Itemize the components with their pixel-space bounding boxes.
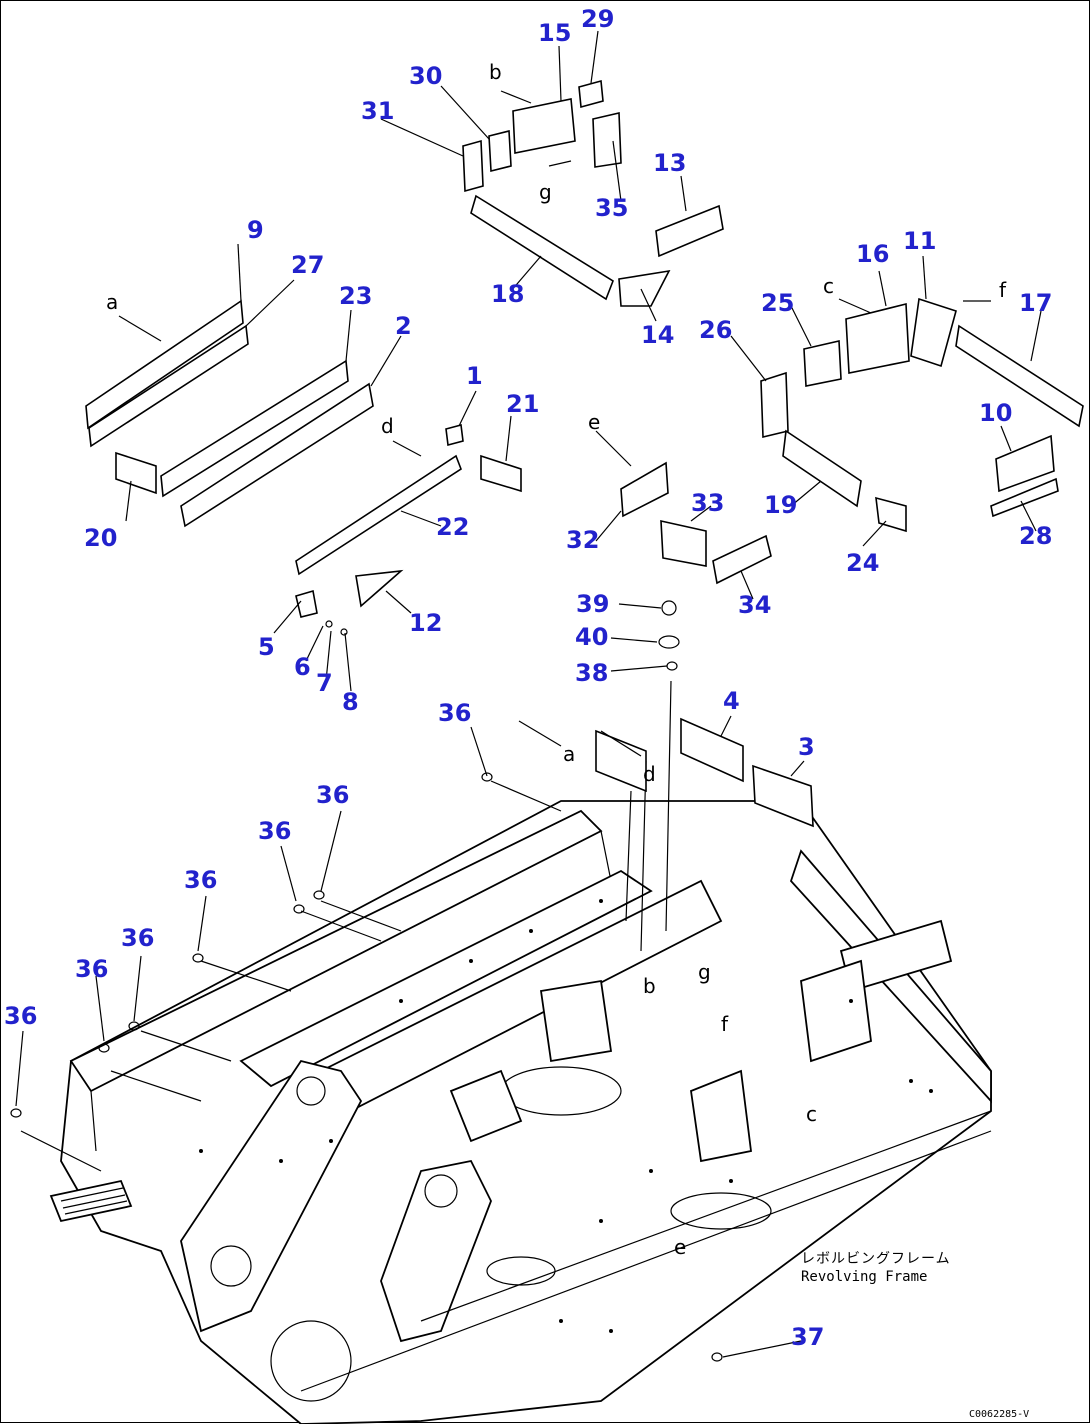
callout-33: 33 xyxy=(691,489,724,517)
callout-30: 30 xyxy=(409,62,442,90)
callout-36-g: 36 xyxy=(4,1002,37,1030)
ref-g-upper: g xyxy=(539,180,552,204)
reference-letters: a a b b c c d d e e f f g g xyxy=(106,60,1007,1259)
callout-36-f: 36 xyxy=(75,955,108,983)
callout-25: 25 xyxy=(761,289,794,317)
callout-13: 13 xyxy=(653,149,686,177)
frame-label-en: Revolving Frame xyxy=(801,1269,927,1285)
callout-35: 35 xyxy=(595,194,628,222)
callout-3: 3 xyxy=(798,733,815,761)
callout-17: 17 xyxy=(1019,289,1052,317)
callout-40: 40 xyxy=(575,623,608,651)
callout-27: 27 xyxy=(291,251,324,279)
callout-2: 2 xyxy=(395,312,412,340)
callout-36-e: 36 xyxy=(121,924,154,952)
ref-c-upper: c xyxy=(823,274,834,298)
callout-21: 21 xyxy=(506,390,539,418)
callout-28: 28 xyxy=(1019,522,1052,550)
callout-19: 19 xyxy=(764,491,797,519)
ref-g-lower: g xyxy=(698,960,711,984)
callout-36-a: 36 xyxy=(438,699,471,727)
callout-7: 7 xyxy=(316,669,333,697)
callout-36-c: 36 xyxy=(258,817,291,845)
callout-1: 1 xyxy=(466,362,483,390)
callout-36-b: 36 xyxy=(316,781,349,809)
callout-12: 12 xyxy=(409,609,442,637)
callout-labels: 1 2 3 4 5 6 7 8 9 10 11 12 13 14 15 16 1… xyxy=(4,5,1052,1351)
callout-38: 38 xyxy=(575,659,608,687)
callout-5: 5 xyxy=(258,633,275,661)
callout-29: 29 xyxy=(581,5,614,33)
callout-36-d: 36 xyxy=(184,866,217,894)
callout-15: 15 xyxy=(538,19,571,47)
callout-26: 26 xyxy=(699,316,732,344)
ref-f-lower: f xyxy=(721,1012,729,1036)
ref-b-upper: b xyxy=(489,60,502,84)
callout-23: 23 xyxy=(339,282,372,310)
ref-d-upper: d xyxy=(381,414,394,438)
callout-31: 31 xyxy=(361,97,394,125)
revolving-frame-drawing xyxy=(10,680,992,1424)
callout-39: 39 xyxy=(576,590,609,618)
ref-e-lower: e xyxy=(674,1235,686,1259)
callout-22: 22 xyxy=(436,513,469,541)
callout-14: 14 xyxy=(641,321,674,349)
ref-d-lower: d xyxy=(643,762,656,786)
callout-8: 8 xyxy=(342,688,359,716)
ref-e-upper: e xyxy=(588,410,600,434)
callout-16: 16 xyxy=(856,240,889,268)
drawing-code: C0062285-V xyxy=(969,1409,1029,1420)
ref-a-upper: a xyxy=(106,290,118,314)
callout-24: 24 xyxy=(846,549,879,577)
callout-20: 20 xyxy=(84,524,117,552)
callout-32: 32 xyxy=(566,526,599,554)
ref-a-lower: a xyxy=(563,742,575,766)
callout-34: 34 xyxy=(738,591,771,619)
exploded-parts xyxy=(15,30,1084,1358)
callout-6: 6 xyxy=(294,653,311,681)
callout-11: 11 xyxy=(903,227,936,255)
ref-c-lower: c xyxy=(806,1102,817,1126)
ref-f-upper: f xyxy=(999,278,1007,302)
callout-18: 18 xyxy=(491,280,524,308)
callout-37: 37 xyxy=(791,1323,824,1351)
callout-10: 10 xyxy=(979,399,1012,427)
frame-label-jp: レボルビングフレーム xyxy=(801,1251,951,1267)
callout-4: 4 xyxy=(723,687,740,715)
ref-b-lower: b xyxy=(643,974,656,998)
callout-9: 9 xyxy=(247,216,264,244)
